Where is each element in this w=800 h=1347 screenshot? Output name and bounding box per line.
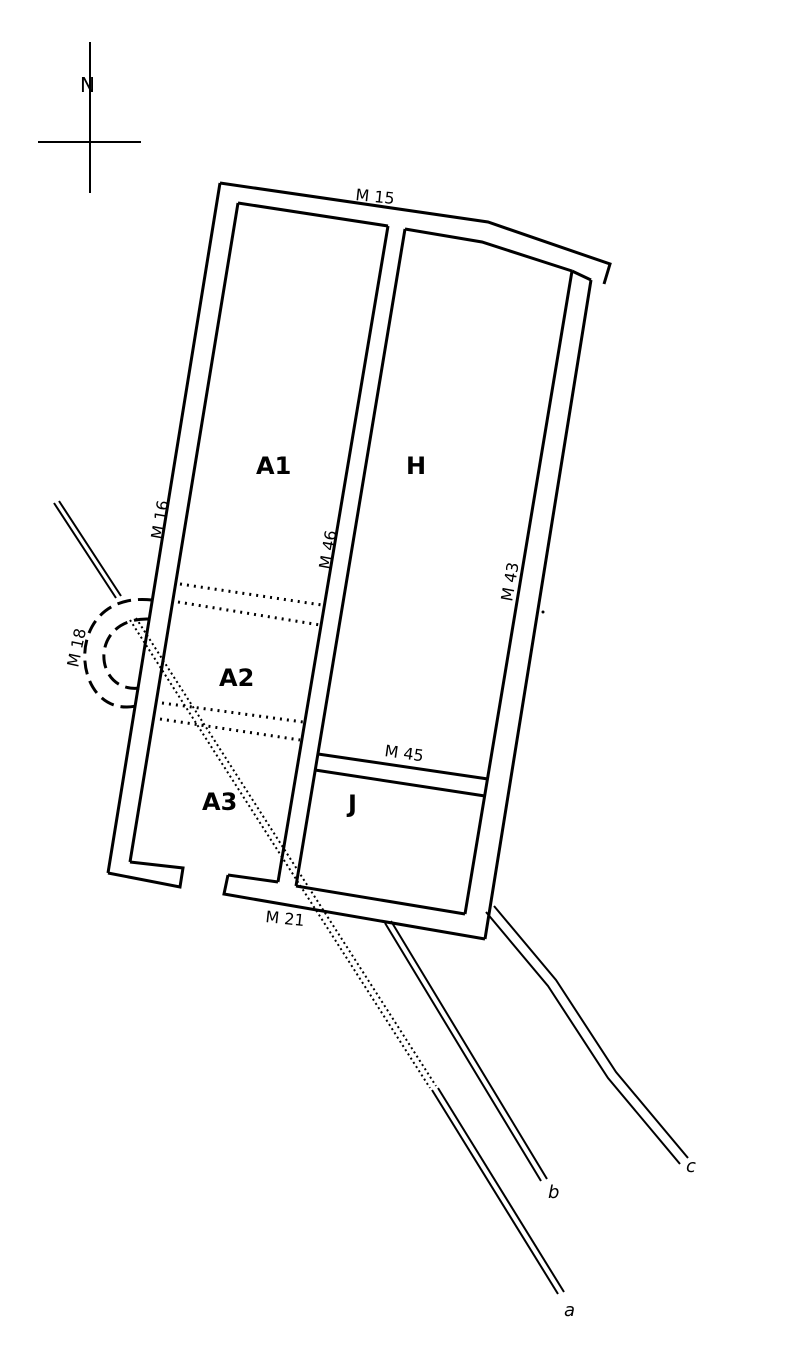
wall-m15-inner: [237, 201, 389, 228]
wall-m21-inner-east: [295, 884, 466, 916]
path-a-dotted-line-1: [129, 619, 431, 1089]
wall-m43-cap: [571, 269, 592, 282]
wall-m45-south: [314, 768, 486, 798]
path-a-line-1: [431, 1089, 559, 1295]
partition-a2-a3-north: [161, 701, 304, 724]
wall-m15-outer: [219, 181, 612, 285]
wall-m18-outer-arc: [83, 598, 153, 709]
wall-label-m16: M 16: [147, 499, 173, 541]
path-label-c: c: [686, 1156, 696, 1177]
path-label-a: a: [564, 1300, 575, 1321]
path-a-line-2: [437, 1087, 565, 1293]
wall-m46-east: [294, 228, 407, 887]
dotted-partitions: [159, 582, 323, 742]
stray-dot: [541, 610, 545, 614]
wall-m43-outer: [483, 279, 593, 940]
wall-label-m46: M 46: [315, 529, 341, 571]
path-c-line-1: [485, 911, 681, 1165]
path-b: [384, 920, 548, 1182]
wall-m16-inner: [128, 202, 240, 863]
wall-label-m21: M 21: [265, 907, 306, 930]
wall-m43-inner: [463, 270, 574, 915]
path-b-line-2: [390, 920, 548, 1180]
partition-a1-a2-north: [179, 582, 323, 607]
room-label-h: H: [406, 452, 426, 480]
room-label-a2: A2: [219, 664, 254, 692]
partition-a1-a2-south: [177, 600, 321, 627]
path-northwest: [53, 500, 122, 599]
room-label-j: J: [346, 790, 357, 818]
room-label-a1: A1: [256, 452, 291, 480]
wall-m16-outer: [106, 182, 222, 874]
wall-m15-inner-east: [404, 227, 573, 273]
wall-m21-inner: [227, 873, 279, 884]
path-c: [485, 905, 689, 1165]
path-northwest-line-1: [53, 502, 117, 599]
building-walls: [106, 181, 612, 941]
wall-m21-west-stub: [107, 860, 185, 889]
wall-label-m45: M 45: [383, 741, 425, 765]
wall-m18-inner-arc: [102, 617, 149, 690]
path-c-line-2: [493, 905, 689, 1159]
north-arrow: [38, 42, 141, 193]
wall-m46-west: [276, 225, 390, 883]
path-a-dotted-line-2: [135, 617, 437, 1087]
north-label: N: [80, 73, 95, 97]
partition-a2-a3-south: [159, 717, 301, 742]
wall-m45-north: [317, 752, 489, 781]
wall-label-m15: M 15: [355, 185, 396, 208]
wall-m21-outer: [222, 874, 486, 941]
room-label-a3: A3: [202, 788, 237, 816]
wall-m18: [83, 598, 153, 709]
path-northwest-line-2: [58, 500, 122, 597]
path-b-line-1: [384, 922, 542, 1182]
path-a: [431, 1087, 565, 1295]
path-label-b: b: [548, 1182, 559, 1203]
